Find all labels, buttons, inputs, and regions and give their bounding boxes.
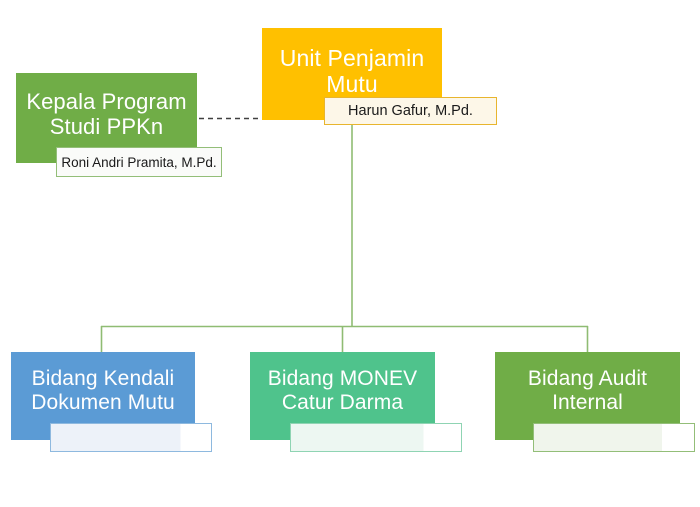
- person-label-bidang-audit-internal[interactable]: [533, 423, 695, 452]
- person-label-bidang-monev-catur-darma[interactable]: [290, 423, 462, 452]
- person-label-bidang-kendali-dokumen-mutu[interactable]: [50, 423, 212, 452]
- person-label-kepala-program-studi[interactable]: Roni Andri Pramita, M.Pd.: [56, 147, 222, 177]
- person-label-unit-penjamin-mutu[interactable]: Harun Gafur, M.Pd.: [324, 97, 497, 125]
